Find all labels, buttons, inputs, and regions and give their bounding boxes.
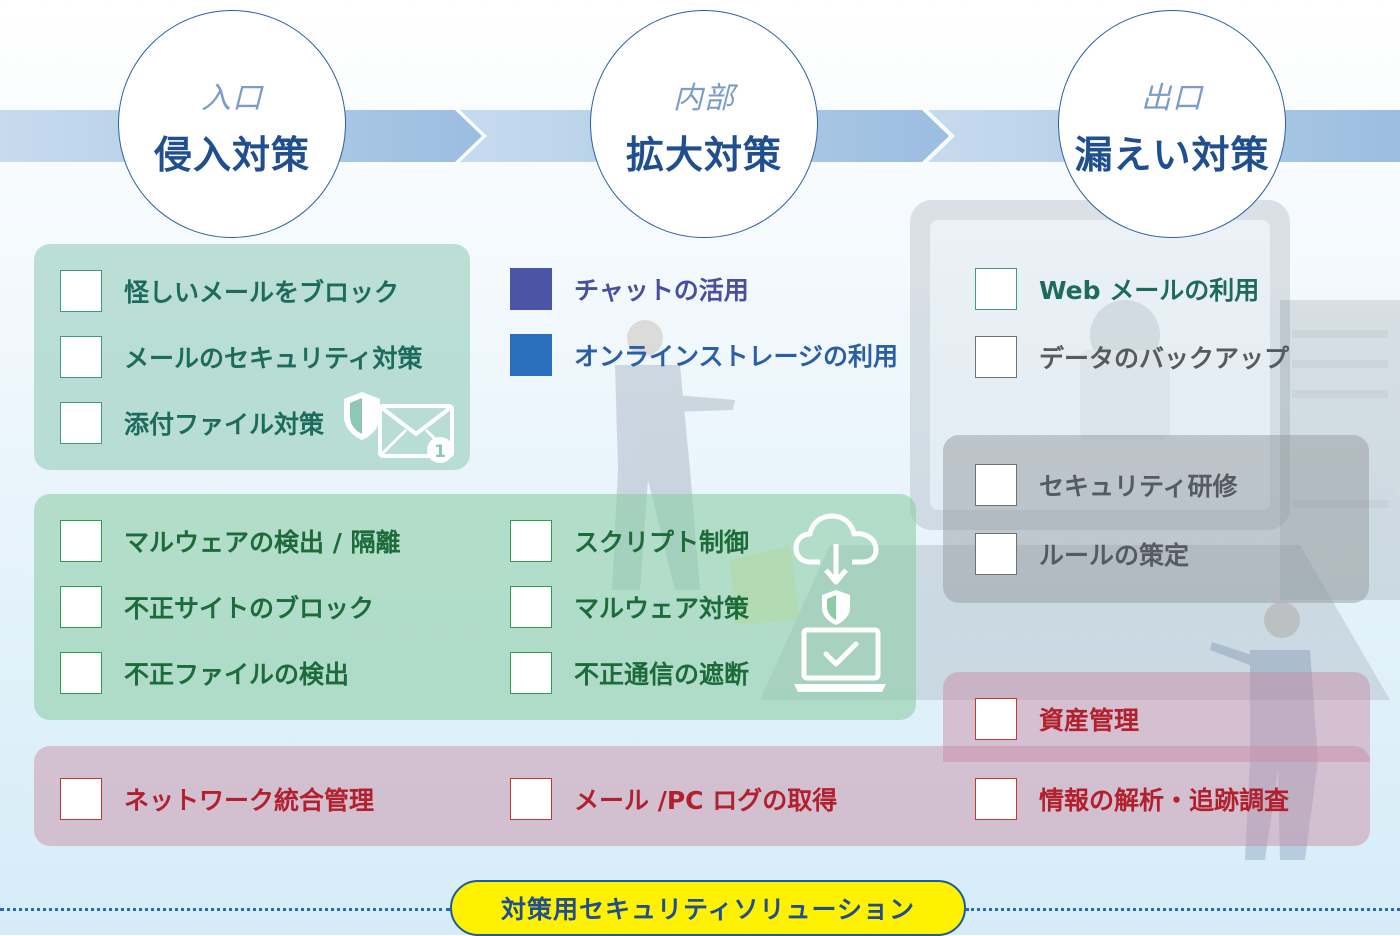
mail-badge: 1 [434,442,446,462]
list-item: Web メールの利用 [975,267,1259,311]
item-label: 不正サイトのブロック [124,594,375,623]
item-label: 怪しいメールをブロック [124,278,400,307]
item-label: セキュリティ研修 [1039,472,1238,501]
stage-internal-sub: 内部 [673,81,735,116]
stage-internal-title: 拡大対策 [625,133,782,177]
list-item: メール /PC ログの取得 [510,777,837,821]
list-item: チャットの活用 [510,267,749,311]
checkbox [975,778,1017,820]
checkbox [975,698,1017,740]
list-item: スクリプト制御 [510,519,749,563]
checkbox [510,334,552,376]
stage-internal: 内部 拡大対策 [590,10,818,238]
list-item: 不正ファイルの検出 [60,651,349,695]
checkbox [975,464,1017,506]
checkbox [60,652,102,694]
item-label: オンラインストレージの利用 [574,342,899,371]
item-label: メール /PC ログの取得 [574,786,838,815]
item-label: 不正ファイルの検出 [124,660,350,689]
checkbox [975,336,1017,378]
dotted-divider-left [0,908,450,911]
list-item: ルールの策定 [975,532,1189,576]
list-item: 資産管理 [975,697,1139,741]
checkbox [60,336,102,378]
list-item: 情報の解析・追跡調査 [975,777,1289,821]
item-label: ネットワーク統合管理 [124,786,375,815]
entry-panel [34,244,470,470]
list-item: マルウェア対策 [510,585,749,629]
item-label: マルウェア対策 [574,594,750,623]
checkbox [60,520,102,562]
item-label: スクリプト制御 [574,528,750,557]
malware-panel [34,494,916,720]
laptop-check-icon [794,627,886,692]
item-label: データのバックアップ [1039,344,1290,373]
list-item: データのバックアップ [975,335,1289,379]
item-label: チャットの活用 [574,276,749,305]
item-label: ルールの策定 [1039,541,1190,570]
cloud-laptop-icon [793,513,886,692]
checkbox [510,652,552,694]
item-label: マルウェアの検出 / 隔離 [124,528,401,557]
checkbox [975,533,1017,575]
item-label: メールのセキュリティ対策 [124,344,423,373]
list-item: 添付ファイル対策 [60,401,324,445]
mail-shield-icon: 1 [344,392,454,463]
solution-label: 対策用セキュリティソリューション [450,880,966,936]
list-item: ネットワーク統合管理 [60,777,374,821]
checkbox [975,268,1017,310]
checkbox [60,778,102,820]
item-label: Web メールの利用 [1039,276,1260,305]
checkbox [510,778,552,820]
item-label: 添付ファイル対策 [124,410,325,439]
management-panel [34,746,1370,846]
item-label: 不正通信の遮断 [574,660,750,689]
list-item: オンラインストレージの利用 [510,333,898,377]
list-item: 不正通信の遮断 [510,651,749,695]
checkbox [60,586,102,628]
list-item: 不正サイトのブロック [60,585,374,629]
list-item: セキュリティ研修 [975,463,1238,507]
checkbox [510,268,552,310]
list-item: マルウェアの検出 / 隔離 [60,519,401,563]
stage-exit: 出口 漏えい対策 [1058,10,1286,238]
checkbox [510,520,552,562]
stage-entry: 入口 侵入対策 [118,10,346,238]
checkbox [510,586,552,628]
item-label: 情報の解析・追跡調査 [1039,786,1290,815]
shield-icon [822,590,850,625]
checkbox [60,270,102,312]
stage-exit-title: 漏えい対策 [1074,133,1270,177]
item-label: 資産管理 [1039,706,1140,735]
list-item: メールのセキュリティ対策 [60,335,423,379]
training-panel [943,435,1369,603]
stage-exit-sub: 出口 [1141,81,1203,116]
list-item: 怪しいメールをブロック [60,269,399,313]
checkbox [60,402,102,444]
cloud-download-icon [793,513,879,585]
stage-entry-title: 侵入対策 [153,133,310,177]
dotted-divider-right [966,908,1400,911]
stage-entry-sub: 入口 [201,81,263,116]
shield-icon [344,392,380,440]
